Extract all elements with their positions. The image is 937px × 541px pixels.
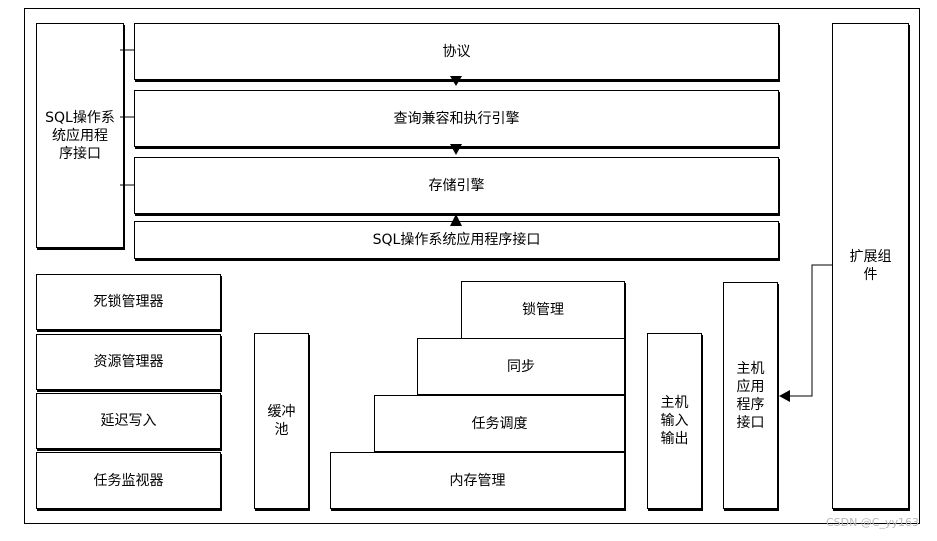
task-scheduling-box: 任务调度: [374, 395, 625, 452]
sql-os-api-bottom-box: SQL操作系统应用程序接口: [134, 221, 779, 259]
arrow-down-query-to-storage: [450, 144, 462, 155]
task-monitor-box: 任务监视器: [36, 452, 221, 509]
buffer-pool-box: 缓冲 池: [254, 333, 309, 509]
extensions-box: 扩展组 件: [832, 23, 909, 509]
watermark-text: CSDN @C_yy163: [825, 516, 919, 529]
arrow-down-protocol-to-query: [450, 76, 462, 86]
lazy-writer-box: 延迟写入: [36, 393, 221, 449]
deadlock-manager-box: 死锁管理器: [36, 274, 221, 330]
memory-management-box: 内存管理: [330, 452, 625, 509]
extension-connector: [786, 264, 832, 397]
protocol-box: 协议: [134, 23, 779, 80]
sql-os-api-left-box: SQL操作系 统应用程 序接口: [36, 23, 124, 248]
arrow-left-to-host-api: [779, 390, 790, 402]
arrow-up-api-to-storage: [450, 214, 462, 226]
resource-manager-box: 资源管理器: [36, 334, 221, 390]
host-io-box: 主机 输入 输出: [647, 333, 702, 509]
outer-frame: [24, 8, 920, 524]
synchronization-box: 同步: [417, 338, 625, 395]
host-api-box: 主机 应用 程序 接口: [723, 282, 778, 509]
storage-engine-box: 存储引擎: [134, 157, 779, 214]
query-engine-box: 查询兼容和执行引擎: [134, 90, 779, 147]
